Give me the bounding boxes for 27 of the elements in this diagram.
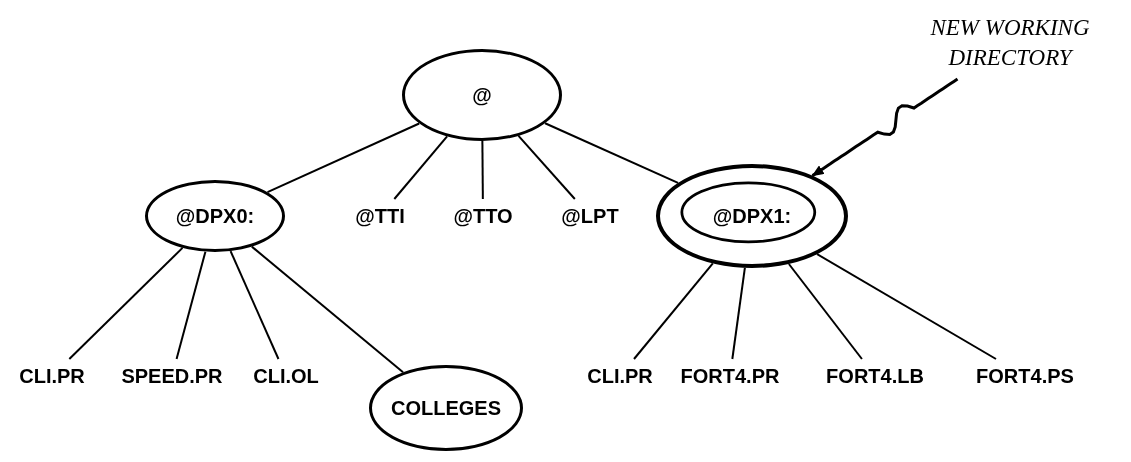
node-label: FORT4.PR xyxy=(672,363,788,389)
node-label: COLLEGES xyxy=(391,395,501,421)
connector-line xyxy=(544,122,680,184)
connector-line xyxy=(816,253,997,360)
node-label: @ xyxy=(472,82,492,108)
connector-line xyxy=(250,245,405,374)
connector-line xyxy=(481,140,484,200)
connector-line xyxy=(229,250,280,360)
node-label: SPEED.PR xyxy=(116,363,228,389)
node-label: @DPX0: xyxy=(175,203,255,229)
connector-line xyxy=(68,246,184,360)
connector-line xyxy=(393,135,449,200)
callout-text: NEW WORKING DIRECTORY xyxy=(895,13,1125,75)
node-label: @TTO xyxy=(448,203,518,229)
node-label: CLI.PR xyxy=(579,363,661,389)
node-label: CLI.OL xyxy=(243,363,329,389)
node-label: FORT4.PS xyxy=(966,363,1084,389)
connector-line xyxy=(175,250,207,360)
node-label: @TTI xyxy=(345,203,415,229)
node-label: FORT4.LB xyxy=(816,363,934,389)
node-label: @DPX1: xyxy=(712,203,792,229)
leader-arrow xyxy=(811,77,959,177)
connector-line xyxy=(731,266,746,360)
node-label: @LPT xyxy=(555,203,625,229)
node-label: CLI.PR xyxy=(12,363,92,389)
connector-line xyxy=(517,134,576,200)
connector-line xyxy=(266,122,421,194)
